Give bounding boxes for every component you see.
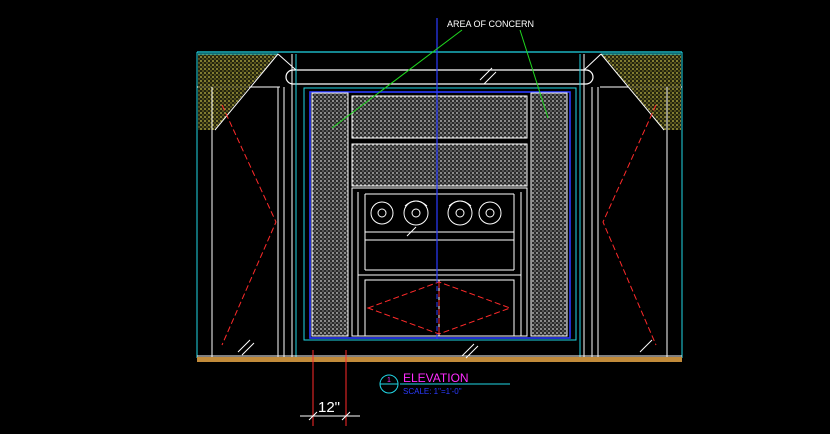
left-hatched-column — [311, 92, 349, 337]
lower-hatched-panel — [351, 143, 528, 187]
inner-frame — [303, 87, 577, 341]
cabinet — [351, 187, 528, 337]
title-text: ELEVATION — [403, 371, 469, 385]
dimension-label: 12" — [318, 399, 340, 416]
right-hatched-column — [530, 92, 568, 337]
left-corner-hatch — [198, 53, 279, 131]
dimension-lines — [300, 350, 360, 426]
floor-strip — [197, 357, 682, 362]
annotation-leaders — [331, 29, 549, 129]
valance-bar — [285, 69, 594, 85]
detail-number: 1 — [387, 377, 391, 384]
right-side-panel — [579, 53, 668, 358]
pots — [370, 200, 502, 226]
annotation-text: AREA OF CONCERN — [447, 19, 534, 29]
left-side-panel — [211, 53, 297, 358]
upper-hatched-panel — [351, 95, 528, 139]
left-panel-dashes — [221, 104, 277, 346]
door-dashes — [366, 281, 512, 335]
right-corner-hatch — [600, 53, 681, 131]
glass-reflections — [237, 67, 653, 359]
right-panel-dashes — [602, 104, 657, 346]
title-block: 1 ELEVATION SCALE: 1"=1'-0" — [379, 371, 510, 396]
scale-text: SCALE: 1"=1'-0" — [403, 387, 462, 396]
